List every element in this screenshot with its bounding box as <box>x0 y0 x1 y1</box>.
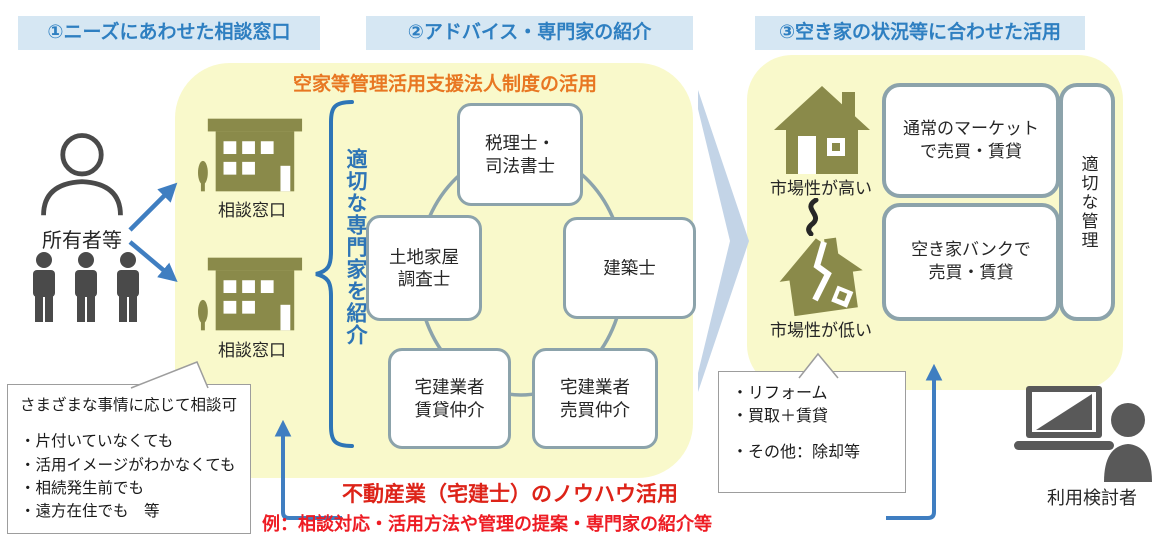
expert-box-surveyor: 土地家屋 調査士 <box>366 215 482 321</box>
knowhow-example: 例：相談対応・活用方法や管理の提案・専門家の紹介等 <box>262 514 712 534</box>
counter1-label: 相談窓口 <box>218 201 286 220</box>
consultation-bubble-item: ・遠方在住でも 等 <box>20 503 160 520</box>
market-sale-box: 通常のマーケット で売買・賃貸 <box>882 83 1060 198</box>
counter2-label: 相談窓口 <box>218 341 286 360</box>
renovation-bubble-item: ・その他：除却等 <box>732 444 861 462</box>
expert-box-architect: 建築士 <box>563 217 696 319</box>
market-high-label: 市場性が高い <box>770 179 872 198</box>
header-step3: ③空き家の状況等に合わせた活用 <box>755 16 1085 50</box>
building-icon-counter1 <box>198 118 306 192</box>
chevron-arrow <box>698 90 749 392</box>
proper-management-box: 適切な管理 <box>1059 83 1115 321</box>
renovation-bubble-item: ・買取＋賃貸 <box>732 408 829 426</box>
renovation-bubble: ・リフォーム ・買取＋賃貸 ・その他：除却等 <box>718 371 906 493</box>
header-step1: ①ニーズにあわせた相談窓口 <box>18 16 320 50</box>
knowhow-title: 不動産業（宅建士）のノウハウ活用 <box>342 483 678 506</box>
header-step2: ②アドバイス・専門家の紹介 <box>366 16 693 50</box>
building-icon-counter2 <box>198 256 306 332</box>
consultation-bubble: さまざまな事情に応じて相談可 ・片付いていなくても ・活用イメージがわかなくても… <box>7 384 251 534</box>
owner-icon <box>32 128 132 218</box>
renovation-bubble-item: ・リフォーム <box>732 385 828 402</box>
prospective-user-label: 利用検討者 <box>1047 488 1137 508</box>
expert-box-rental-broker: 宅建業者 賃貸仲介 <box>388 348 511 449</box>
owner-label: 所有者等 <box>42 230 122 252</box>
consultation-bubble-item: ・片付いていなくても <box>20 433 174 451</box>
market-low-label: 市場性が低い <box>770 321 872 340</box>
consultation-bubble-title: さまざまな事情に応じて相談可 <box>20 397 238 414</box>
people-group-icon <box>30 252 142 326</box>
house-good-icon <box>772 84 872 176</box>
consultation-bubble-item: ・相続発生前でも <box>20 479 145 497</box>
akiya-bank-box: 空き家バンクで 売買・賃貸 <box>882 203 1060 321</box>
consultation-bubble-item: ・活用イメージがわかなくても <box>20 456 236 474</box>
tilde-icon <box>799 198 825 236</box>
scheme-title: 空家等管理活用支援法人制度の活用 <box>292 74 597 95</box>
expert-box-sale-broker: 宅建業者 売買仲介 <box>532 348 658 449</box>
expert-box-tax-judicial: 税理士・ 司法書士 <box>457 103 583 206</box>
house-broken-icon <box>770 234 874 316</box>
brace-label: 適切な専門家を紹介 <box>344 148 367 346</box>
laptop-user-icon <box>1012 386 1152 482</box>
